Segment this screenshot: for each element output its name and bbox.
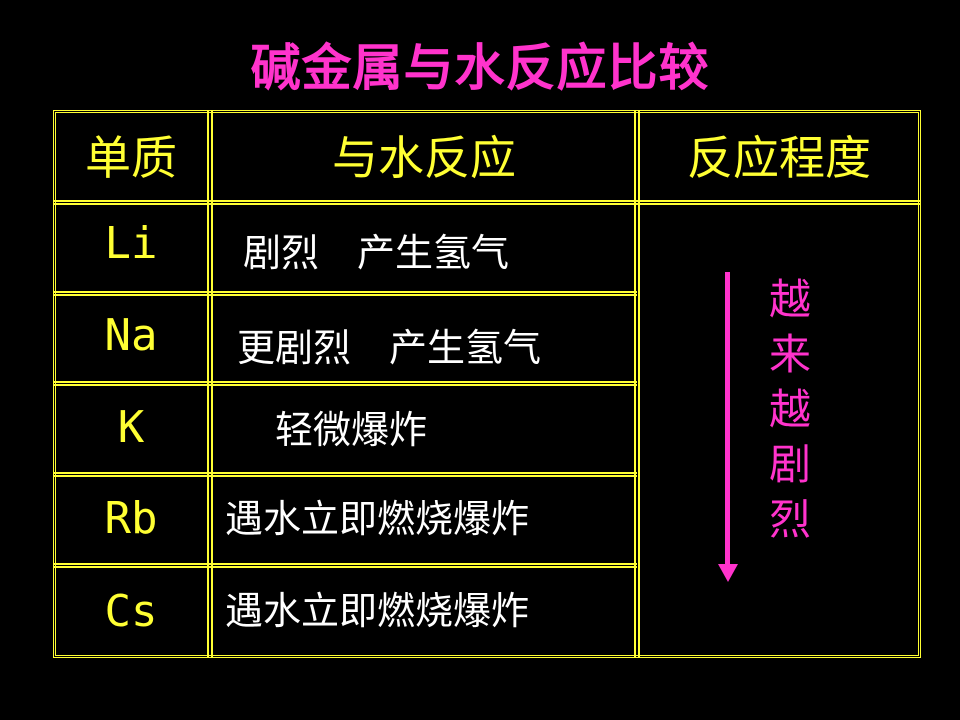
arrow-shaft [725,272,730,567]
column-divider [207,110,213,658]
element-cs: Cs [104,586,158,637]
reaction-k: 轻微爆炸 [237,408,428,452]
header-element: 单质 [85,131,177,185]
header-degree: 反应程度 [687,131,871,185]
column-divider [634,110,640,658]
degree-label: 越来越剧烈 [768,275,811,544]
row-divider [53,472,637,477]
reaction-cs: 遇水立即燃烧爆炸 [225,589,530,633]
element-rb: Rb [104,493,158,544]
reaction-li: 剧烈 产生氢气 [243,231,510,275]
row-divider [53,200,921,205]
header-reaction: 与水反应 [332,131,516,185]
element-na: Na [104,310,158,361]
element-li: Li [104,218,158,269]
row-divider [53,381,637,386]
comparison-table: 单质 与水反应 反应程度 Li Na K Rb Cs 剧烈 产生氢气 更剧烈 产… [53,110,921,658]
page-title: 碱金属与水反应比较 [250,39,710,97]
row-divider [53,563,637,568]
reaction-rb: 遇水立即燃烧爆炸 [225,497,530,541]
row-divider [53,291,637,296]
reaction-na: 更剧烈 产生氢气 [237,326,542,370]
arrow-down-icon [718,564,738,582]
element-k: K [117,402,145,453]
